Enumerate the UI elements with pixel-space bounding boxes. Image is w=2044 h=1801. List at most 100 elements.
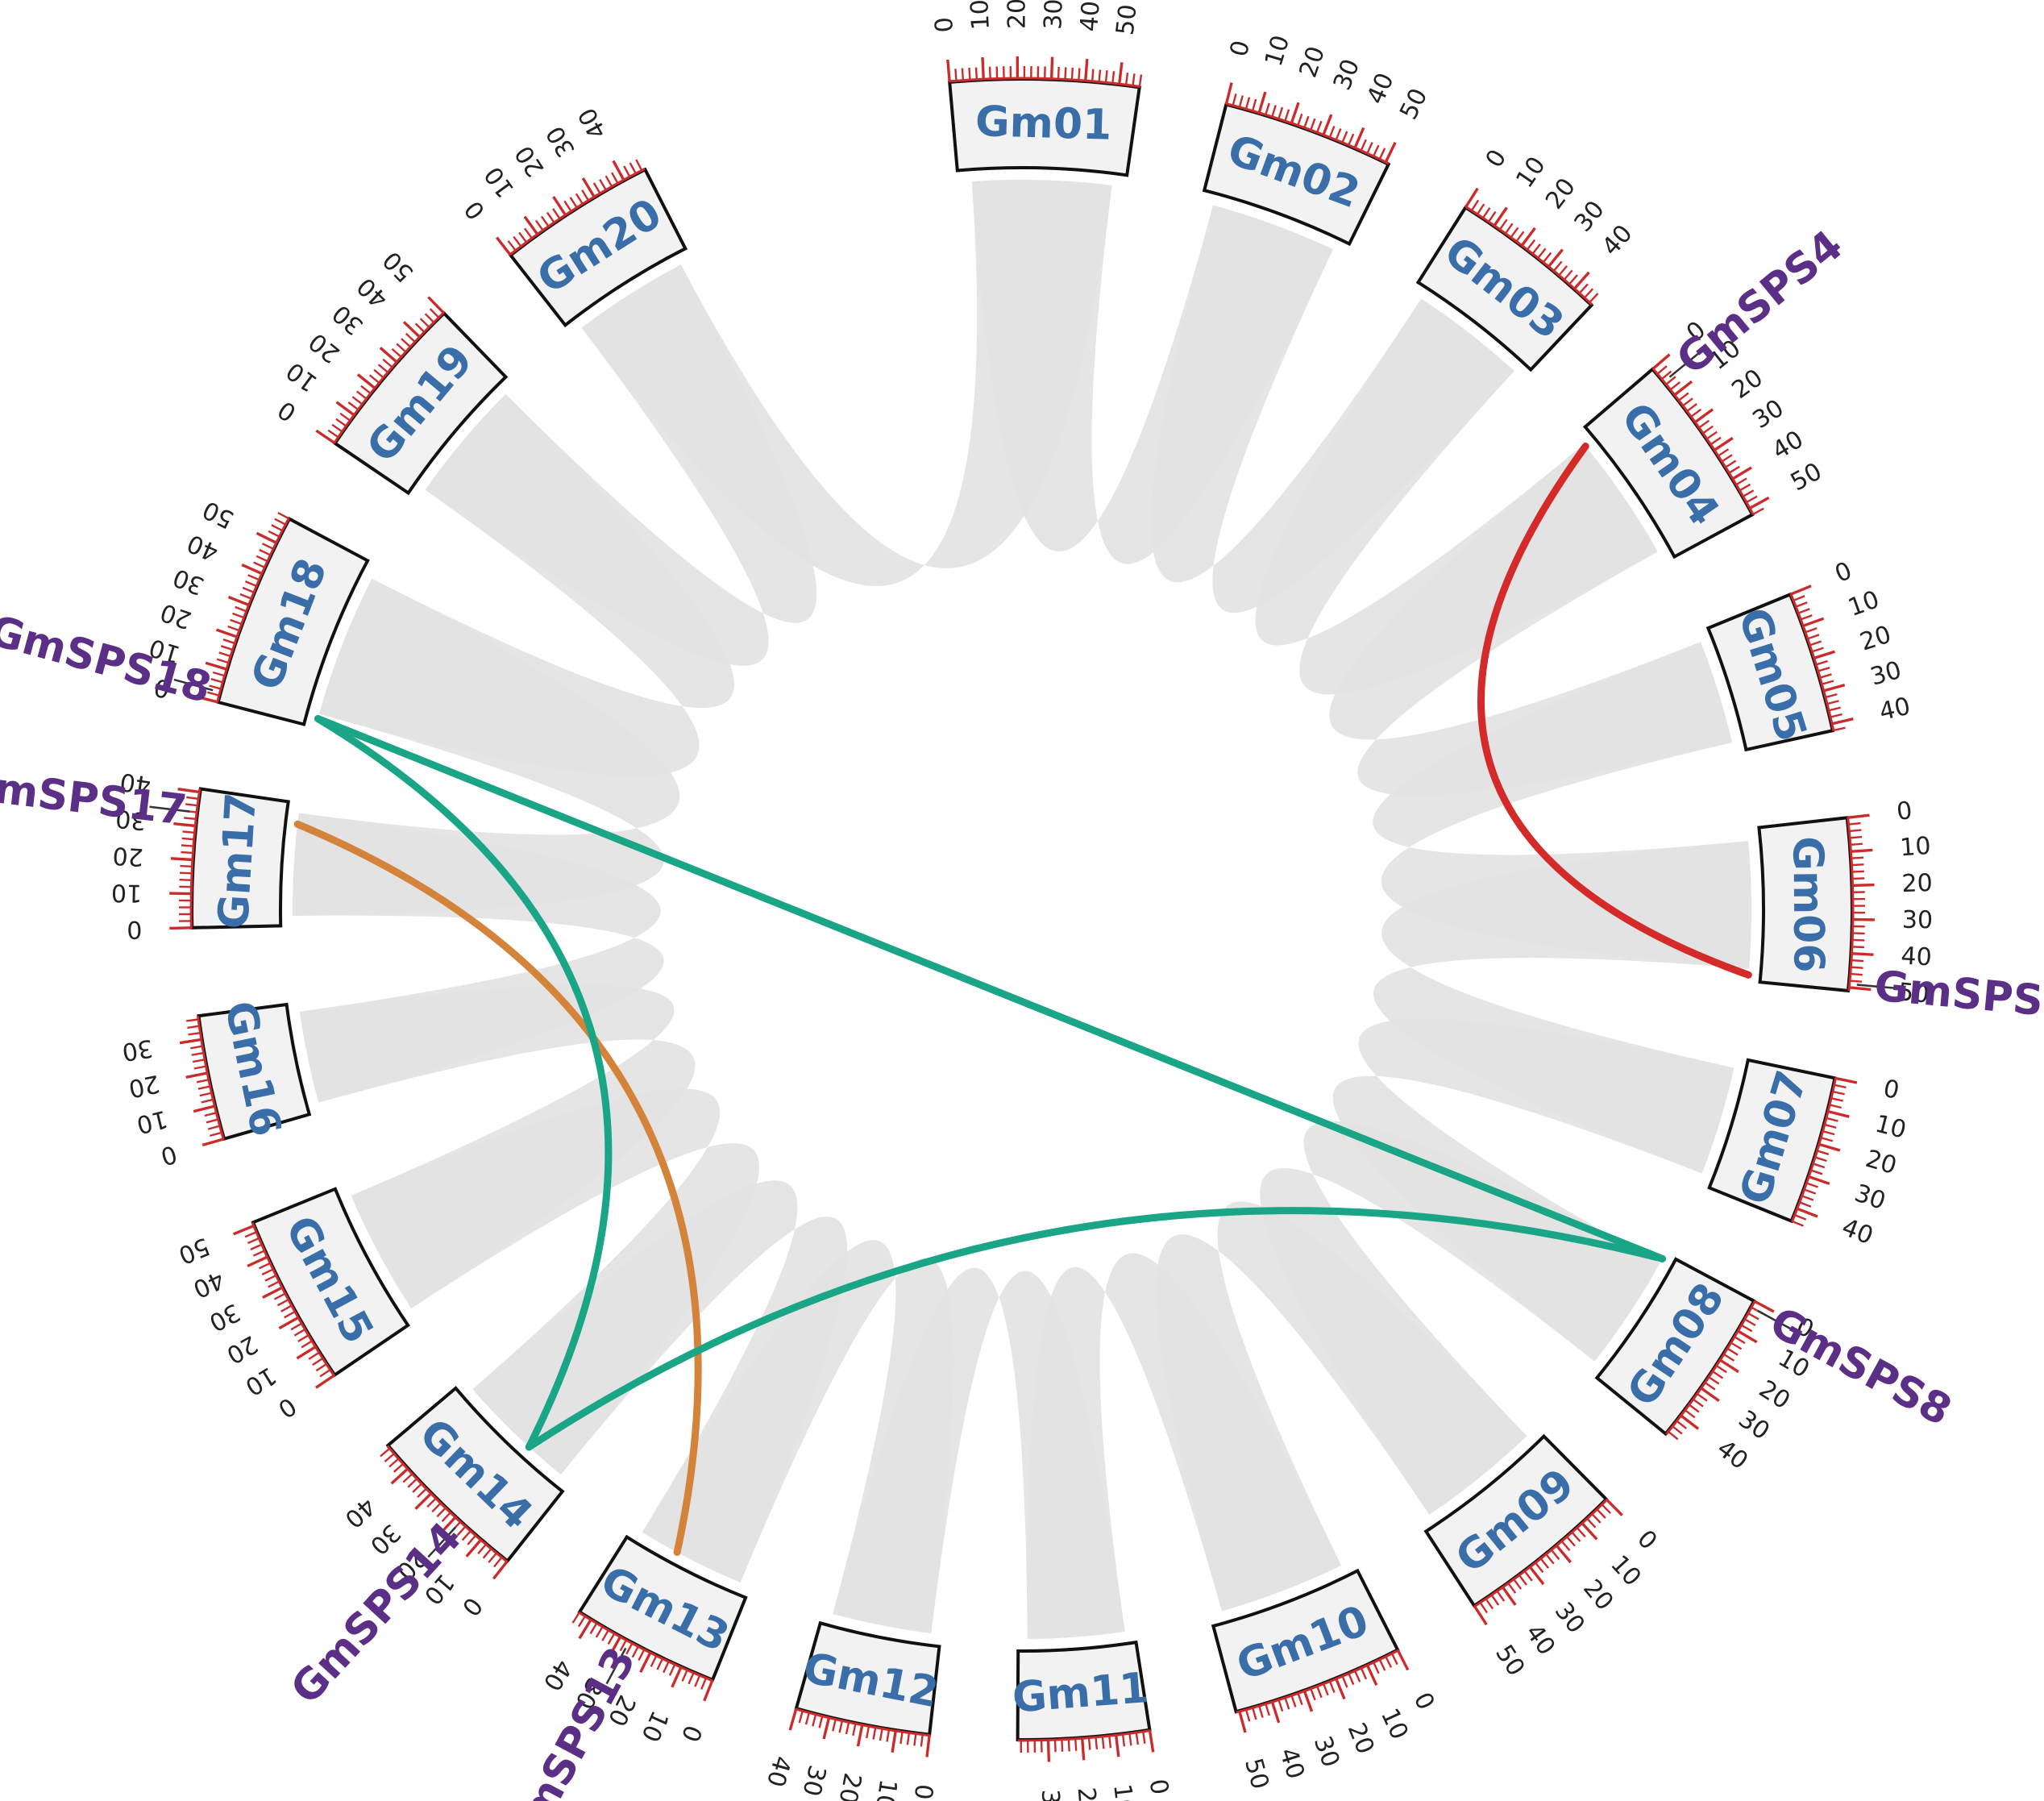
tick-mark [181, 837, 195, 841]
tick-mark [1552, 260, 1563, 272]
tick-mark [205, 661, 228, 672]
tick-mark [1384, 1655, 1393, 1668]
tick-mark [241, 564, 264, 576]
tick-mark [1738, 483, 1751, 492]
tick-mark [1053, 1739, 1057, 1753]
tick-mark [629, 162, 638, 175]
tick-label: 20 [1901, 869, 1933, 898]
tick-mark [1806, 634, 1820, 640]
tick-mark [1550, 1549, 1560, 1561]
tick-mark [482, 1547, 492, 1559]
tick-mark [798, 1710, 804, 1724]
tick-mark [604, 175, 613, 188]
tick-mark [1224, 82, 1233, 106]
tick-mark [856, 1724, 864, 1747]
tick-mark [1365, 142, 1373, 155]
tick-mark [218, 651, 232, 658]
tick-mark [331, 423, 343, 433]
tick-mark [1685, 403, 1697, 413]
tick-mark [1334, 1677, 1346, 1700]
tick-mark [1833, 1084, 1847, 1089]
tick-mark [1074, 1737, 1078, 1751]
tick-mark [1660, 370, 1672, 381]
tick-mark [273, 1292, 287, 1300]
tick-mark [191, 1051, 205, 1056]
tick-mark [1506, 1582, 1517, 1594]
tick-mark [436, 1506, 447, 1518]
tick-mark [258, 1262, 272, 1270]
tick-mark [1396, 1649, 1410, 1671]
tick-mark [368, 374, 380, 385]
tick-mark [507, 240, 517, 252]
tick-mark [1817, 667, 1830, 672]
gene-marker-line [1668, 351, 1701, 378]
tick-mark [201, 1098, 214, 1104]
tick-mark [377, 364, 389, 374]
synteny-links [293, 443, 1752, 1556]
tick-baseline [1473, 1499, 1608, 1608]
tick-mark [1707, 1375, 1720, 1385]
tick-mark [250, 1243, 263, 1250]
tick-baseline [1017, 1729, 1150, 1742]
tick-label: 20 [833, 1770, 866, 1801]
tick-mark [1677, 392, 1689, 402]
tick-mark [656, 1658, 664, 1670]
tick-mark [1390, 1652, 1398, 1666]
tick-mark [601, 1628, 610, 1641]
tick-mark [1328, 125, 1336, 139]
tick-mark [1563, 269, 1573, 281]
tick-label: 40 [1876, 693, 1913, 727]
tick-mark [360, 385, 372, 395]
tick-mark [534, 219, 545, 232]
tick-mark [1720, 454, 1733, 463]
tick-mark [335, 401, 356, 417]
tick-mark [1570, 1531, 1581, 1542]
tick-mark [297, 1333, 310, 1343]
tick-mark [974, 67, 978, 81]
tick-mark [271, 524, 284, 532]
tick-mark [523, 215, 539, 236]
gene-marker-line [173, 678, 214, 692]
tick-mark [1672, 380, 1693, 397]
tick-mark [1796, 1207, 1818, 1218]
tick-mark [1257, 91, 1267, 114]
tick-mark [379, 347, 399, 364]
tick-mark [1542, 252, 1552, 264]
tick-mark [663, 1660, 671, 1674]
tick-mark [431, 1502, 442, 1513]
tick-mark [1753, 1300, 1775, 1313]
tick-mark [1064, 67, 1067, 81]
tick-mark [879, 1728, 883, 1741]
tick-mark [611, 172, 619, 185]
tick-mark [220, 645, 234, 651]
tick-mark [668, 1663, 676, 1676]
tick-mark [1851, 870, 1864, 873]
tick-mark [1510, 227, 1519, 239]
tick-mark [196, 695, 219, 704]
tick-mark [197, 1085, 211, 1090]
tick-mark [493, 1556, 503, 1568]
tick-mark [1590, 1512, 1602, 1524]
tick-mark [339, 412, 351, 422]
tick-mark [256, 555, 269, 563]
tick-label: 30 [1039, 0, 1068, 30]
tick-mark [1825, 1117, 1838, 1122]
tick-mark [1818, 673, 1832, 679]
tick-mark [351, 396, 364, 406]
background-ribbons [292, 179, 1751, 1639]
tick-mark [327, 429, 340, 439]
tick-mark [1793, 1213, 1807, 1221]
tick-baseline [216, 518, 290, 703]
tick-mark [1601, 1503, 1611, 1514]
tick-mark [1277, 106, 1284, 120]
tick-mark [277, 512, 290, 520]
tick-mark [1238, 95, 1244, 109]
tick-mark [1651, 353, 1671, 371]
tick-mark [390, 1467, 409, 1485]
tick-mark [356, 373, 376, 390]
tick-mark [1667, 1430, 1679, 1441]
tick-mark [222, 638, 236, 645]
tick-mark [1692, 1398, 1704, 1408]
tick-mark [1555, 1544, 1572, 1564]
